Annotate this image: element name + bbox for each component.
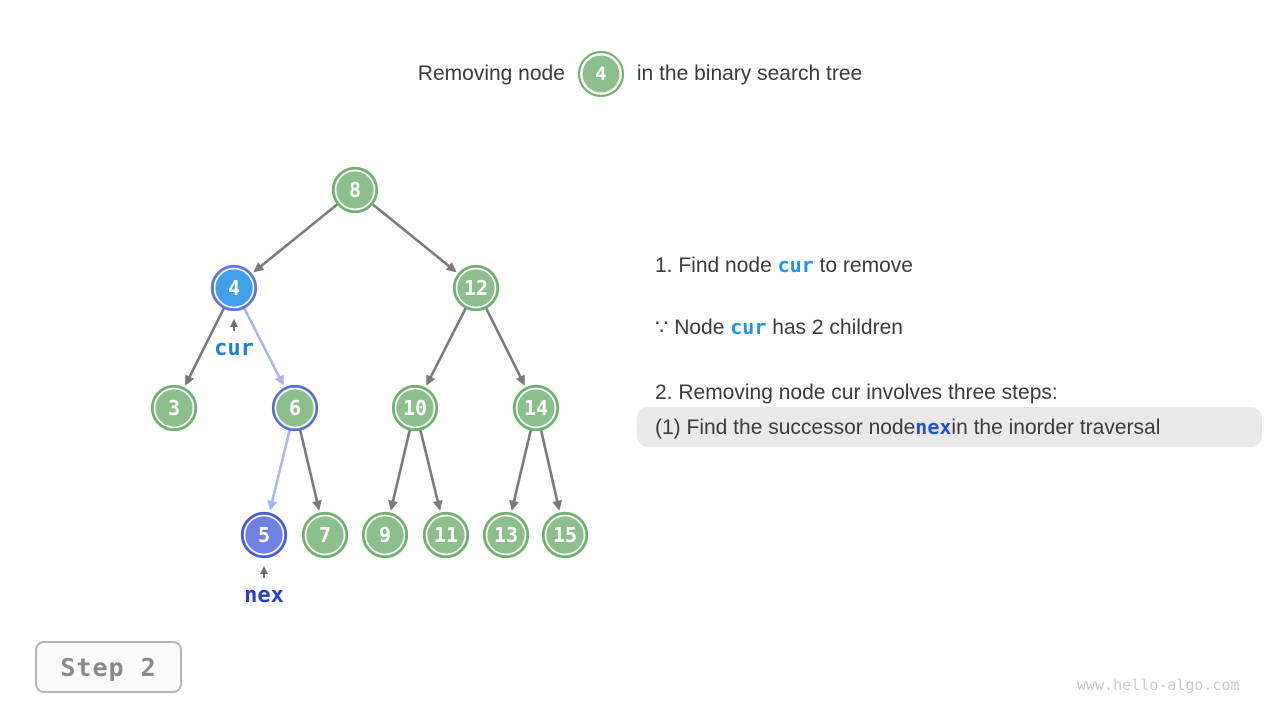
tree-node-ring-14 <box>515 387 557 429</box>
tree-node-value-8: 8 <box>349 178 361 202</box>
tree-node-value-3: 3 <box>168 396 180 420</box>
tree-node-value-5: 5 <box>258 523 270 547</box>
nex-pointer-label: nex <box>244 583 284 608</box>
tree-node-circle-7 <box>301 511 349 559</box>
tree-node-value-6: 6 <box>289 396 301 420</box>
note-text: ∵ Node <box>655 316 731 339</box>
tree-edge-14-15 <box>539 430 563 511</box>
tree-node-10: 10 <box>391 384 439 432</box>
tree-node-ring-6 <box>274 387 316 429</box>
tree-node-7: 7 <box>301 511 349 559</box>
note-line-3: 2. Removing node cur involves three step… <box>655 379 1058 406</box>
tree-node-ring-11 <box>425 514 467 556</box>
tree-node-ring-10 <box>394 387 436 429</box>
tree-edge-12-14 <box>485 307 526 386</box>
tree-node-4: 4 <box>210 264 258 312</box>
tree-node-circle-11 <box>422 511 470 559</box>
tree-node-value-15: 15 <box>553 523 577 547</box>
tree-node-circle-3 <box>150 384 198 432</box>
tree-node-6: 6 <box>271 384 319 432</box>
title-node-circle: 4 <box>577 51 624 97</box>
title-node-value: 4 <box>595 63 607 85</box>
tree-node-8: 8 <box>331 166 379 214</box>
tree-node-value-4: 4 <box>228 276 240 300</box>
note-line-1: 1. Find node cur to remove <box>655 252 913 279</box>
tree-node-ring-12 <box>455 267 497 309</box>
tree-node-circle-9 <box>361 511 409 559</box>
note-text: to remove <box>813 254 913 277</box>
tree-node-11: 11 <box>422 511 470 559</box>
tree-edge-14-13 <box>509 430 532 511</box>
tree-node-3: 3 <box>150 384 198 432</box>
tree-node-value-12: 12 <box>464 276 488 300</box>
tree-node-circle-13 <box>482 511 530 559</box>
tree-node-circle-4 <box>210 264 258 312</box>
tree-node-13: 13 <box>482 511 530 559</box>
tree-node-circle-10 <box>391 384 439 432</box>
tree-node-ring-3 <box>153 387 195 429</box>
title-suffix: in the binary search tree <box>636 62 863 85</box>
tree-edge-10-11 <box>419 430 443 511</box>
cur-pointer-label: cur <box>214 336 254 361</box>
tree-node-circle-15 <box>541 511 589 559</box>
tree-edge-6-5 <box>267 430 291 511</box>
tree-node-circle-12 <box>452 264 500 312</box>
inline-var-cur: cur <box>730 315 767 339</box>
tree-node-ring-13 <box>485 514 527 556</box>
tree-node-value-7: 7 <box>319 523 331 547</box>
tree-node-circle-8 <box>331 166 379 214</box>
title-prefix: Removing node <box>417 62 565 85</box>
tree-edge-4-3 <box>184 307 225 386</box>
tree-node-ring-5 <box>243 514 285 556</box>
tree-node-14: 14 <box>512 384 560 432</box>
page-title: Removing node 4 in the binary search tre… <box>0 50 1280 98</box>
tree-node-9: 9 <box>361 511 409 559</box>
note-text: in the inorder traversal <box>951 415 1161 439</box>
tree-node-circle-5 <box>240 511 288 559</box>
note-text: 2. Removing node cur involves three step… <box>655 381 1058 404</box>
tree-node-ring-8 <box>334 169 376 211</box>
tree-node-5: 5 <box>240 511 288 559</box>
tree-node-ring-7 <box>304 514 346 556</box>
note-text: 1. Find node <box>655 254 778 277</box>
note-line-highlighted: (1) Find the successor node nex in the i… <box>637 407 1262 447</box>
tree-node-circle-6 <box>271 384 319 432</box>
tree-node-15: 15 <box>541 511 589 559</box>
tree-node-ring-9 <box>364 514 406 556</box>
tree-node-ring-15 <box>544 514 586 556</box>
tree-node-value-11: 11 <box>434 523 458 547</box>
note-text: has 2 children <box>766 316 903 339</box>
note-text: (1) Find the successor node <box>655 415 916 439</box>
note-line-2: ∵ Node cur has 2 children <box>655 314 903 341</box>
tree-edge-12-10 <box>426 307 467 386</box>
tree-edge-8-12 <box>372 203 457 273</box>
tree-node-value-10: 10 <box>403 396 427 420</box>
tree-node-value-13: 13 <box>494 523 518 547</box>
tree-node-value-14: 14 <box>524 396 548 420</box>
tree-node-value-9: 9 <box>379 523 391 547</box>
tree-edge-10-9 <box>388 430 411 511</box>
tree-edge-6-7 <box>299 430 322 511</box>
tree-edge-4-6 <box>243 307 284 386</box>
step-badge: Step 2 <box>35 641 182 693</box>
inline-var-nex: nex <box>915 414 952 439</box>
tree-edge-8-4 <box>253 203 338 273</box>
tree-node-12: 12 <box>452 264 500 312</box>
tree-node-ring-4 <box>213 267 255 309</box>
tree-node-circle-14 <box>512 384 560 432</box>
watermark: www.hello-algo.com <box>1077 676 1240 694</box>
inline-var-cur: cur <box>777 253 814 277</box>
